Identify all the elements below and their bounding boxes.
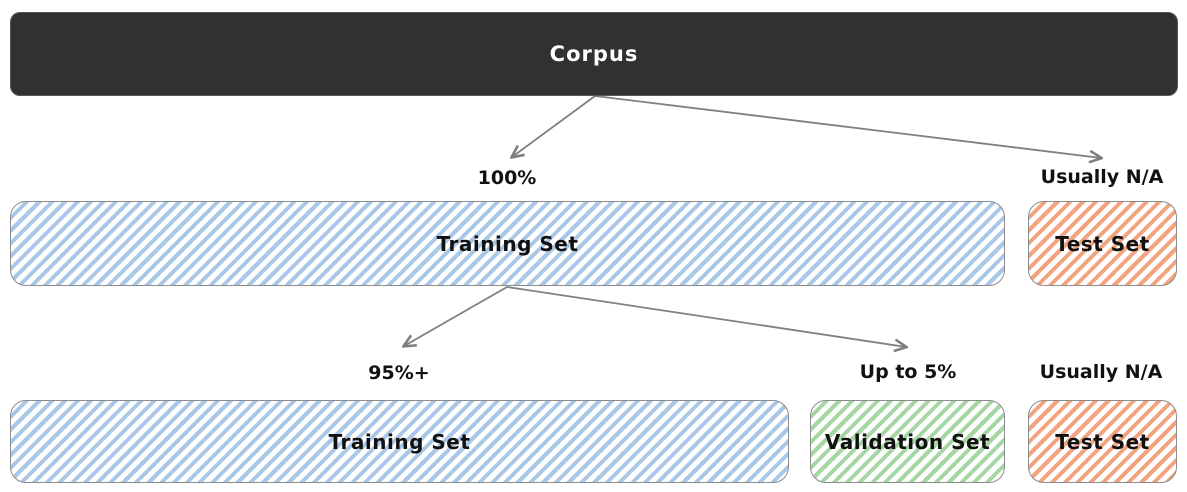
arrow-training-to-validation xyxy=(506,286,906,347)
test-set-label-level1: Test Set xyxy=(1055,231,1150,256)
validation-set-node-level2: Validation Set xyxy=(810,400,1005,483)
training-set-label-level2: Training Set xyxy=(328,429,471,454)
arrow-training-to-training xyxy=(404,286,508,346)
arrow-corpus-to-training xyxy=(512,95,596,157)
validation-set-label-level2: Validation Set xyxy=(824,429,991,454)
corpus-node: Corpus xyxy=(10,12,1178,96)
training-share-label-level1: 100% xyxy=(477,167,537,189)
corpus-label: Corpus xyxy=(549,42,639,66)
test-share-label-level1: Usually N/A xyxy=(1040,166,1164,188)
training-set-node-level2: Training Set xyxy=(10,400,789,483)
training-share-label-level2: 95%+ xyxy=(368,362,430,384)
training-set-node-level1: Training Set xyxy=(10,201,1005,286)
test-set-node-level2: Test Set xyxy=(1028,400,1177,483)
test-set-label-level2: Test Set xyxy=(1055,429,1150,454)
validation-share-label-level2: Up to 5% xyxy=(859,361,957,383)
arrow-corpus-to-test xyxy=(594,95,1101,158)
test-share-label-level2: Usually N/A xyxy=(1039,361,1163,383)
test-set-node-level1: Test Set xyxy=(1028,201,1177,286)
training-set-label-level1: Training Set xyxy=(436,231,579,256)
